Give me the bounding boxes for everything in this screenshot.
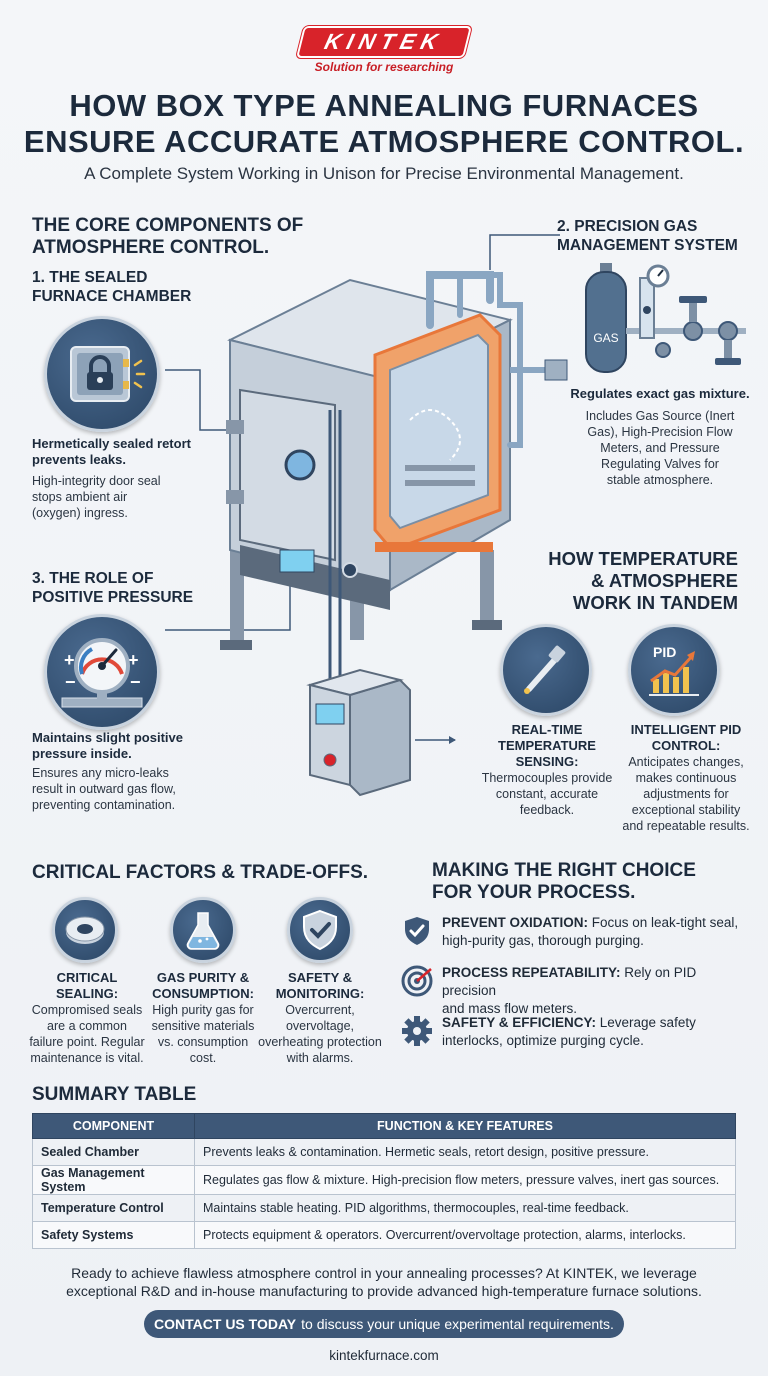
- gas-description: Regulates exact gas mixture. Includes Ga…: [570, 386, 750, 487]
- furnace-door: [239, 388, 336, 562]
- table-row: Gas Management System Regulates gas flow…: [32, 1165, 736, 1195]
- control-knob: [342, 562, 358, 578]
- logo-text: KINTEK: [322, 29, 447, 54]
- website-link[interactable]: kintekfurnace.com: [329, 1348, 439, 1363]
- control-display: [279, 549, 315, 573]
- table-header-function: FUNCTION & KEY FEATURES: [194, 1113, 736, 1139]
- thermocouple-icon: [500, 624, 592, 716]
- gas-flow-arrows: [409, 409, 461, 461]
- sensing-description: REAL-TIME TEMPERATURE SENSING: Thermocou…: [481, 722, 613, 817]
- choice-process-repeatability: PROCESS REPEATABILITY: Rely on PID preci…: [400, 964, 750, 1018]
- pressure-description: Maintains slight positive pressure insid…: [32, 730, 183, 812]
- gas-system-illustration: GAS: [585, 263, 746, 373]
- kintek-logo: KINTEK: [298, 28, 470, 56]
- contact-us-button[interactable]: CONTACT US TODAY to discuss your unique …: [144, 1310, 624, 1338]
- gas-title: 2. PRECISION GAS MANAGEMENT SYSTEM: [557, 218, 738, 254]
- gas-callout-line: [489, 234, 560, 270]
- inner-chamber: [389, 333, 489, 530]
- target-icon: [401, 965, 433, 997]
- gear-icon: [402, 1016, 432, 1046]
- valve-one: [683, 321, 703, 341]
- pid-chart-icon: PID: [628, 624, 720, 716]
- chamber-title: 1. THE SEALED FURNACE CHAMBER: [32, 269, 192, 305]
- factors-heading: CRITICAL FACTORS & TRADE-OFFS.: [32, 862, 369, 883]
- choice-heading: MAKING THE RIGHT CHOICE FOR YOUR PROCESS…: [432, 860, 696, 903]
- table-header-component: COMPONENT: [32, 1113, 195, 1139]
- cylinder-valve: [600, 263, 612, 273]
- gauge-minus-left: −: [65, 672, 76, 692]
- chamber-callout-line: [165, 369, 240, 431]
- seal-ring-icon: [52, 897, 118, 963]
- sealed-chamber-icon: [44, 316, 160, 432]
- table-row: Sealed Chamber Prevents leaks & contamin…: [32, 1138, 736, 1166]
- door-hinge-bottom: [226, 490, 244, 504]
- gauge-plus-left: +: [64, 650, 75, 670]
- pressure-gauge-icon: + + − −: [44, 614, 160, 730]
- pid-description: INTELLIGENT PID CONTROL: Anticipates cha…: [622, 722, 750, 833]
- shield-check-small-icon: [405, 917, 429, 945]
- footer-message: Ready to achieve flawless atmosphere con…: [66, 1265, 702, 1299]
- pid-label: PID: [653, 644, 676, 660]
- temperature-controller: [309, 683, 351, 787]
- cylinder-label: GAS: [593, 331, 618, 345]
- viewport-window: [284, 449, 316, 481]
- gas-cylinder: [585, 271, 627, 373]
- factor-gas-purity: GAS PURITY & CONSUMPTION: High purity ga…: [151, 970, 255, 1065]
- page-subtitle: A Complete System Working in Unison for …: [84, 164, 684, 183]
- pressure-title: 3. THE ROLE OF POSITIVE PRESSURE: [32, 570, 194, 606]
- gauge-minus-right: −: [130, 672, 141, 692]
- choice-prevent-oxidation: PREVENT OXIDATION: Focus on leak-tight s…: [400, 914, 750, 950]
- page-title: HOW BOX TYPE ANNEALING FURNACES ENSURE A…: [23, 88, 745, 159]
- gauge-plus-right: +: [128, 650, 139, 670]
- valve-two: [718, 321, 738, 341]
- door-hinge-top: [226, 420, 244, 434]
- chamber-description: Hermetically sealed retort prevents leak…: [32, 436, 191, 520]
- table-row: Temperature Control Maintains stable hea…: [32, 1194, 736, 1222]
- table-row: Safety Systems Protects equipment & oper…: [32, 1221, 736, 1249]
- factor-safety: SAFETY & MONITORING: Overcurrent, overvo…: [258, 970, 382, 1065]
- tandem-heading: HOW TEMPERATURE & ATMOSPHERE WORK IN TAN…: [548, 548, 738, 613]
- flask-icon: [170, 897, 236, 963]
- choice-safety-efficiency: SAFETY & EFFICIENCY: Leverage safety int…: [400, 1014, 750, 1050]
- furnace-illustration: [165, 234, 568, 797]
- logo-tagline: Solution for researching: [314, 60, 454, 74]
- summary-heading: SUMMARY TABLE: [32, 1084, 197, 1105]
- shield-check-icon: [287, 897, 353, 963]
- factor-sealing: CRITICAL SEALING: Compromised seals are …: [29, 970, 145, 1065]
- core-components-heading: THE CORE COMPONENTS OF ATMOSPHERE CONTRO…: [32, 215, 304, 258]
- summary-table: COMPONENT FUNCTION & KEY FEATURES Sealed…: [32, 1113, 736, 1249]
